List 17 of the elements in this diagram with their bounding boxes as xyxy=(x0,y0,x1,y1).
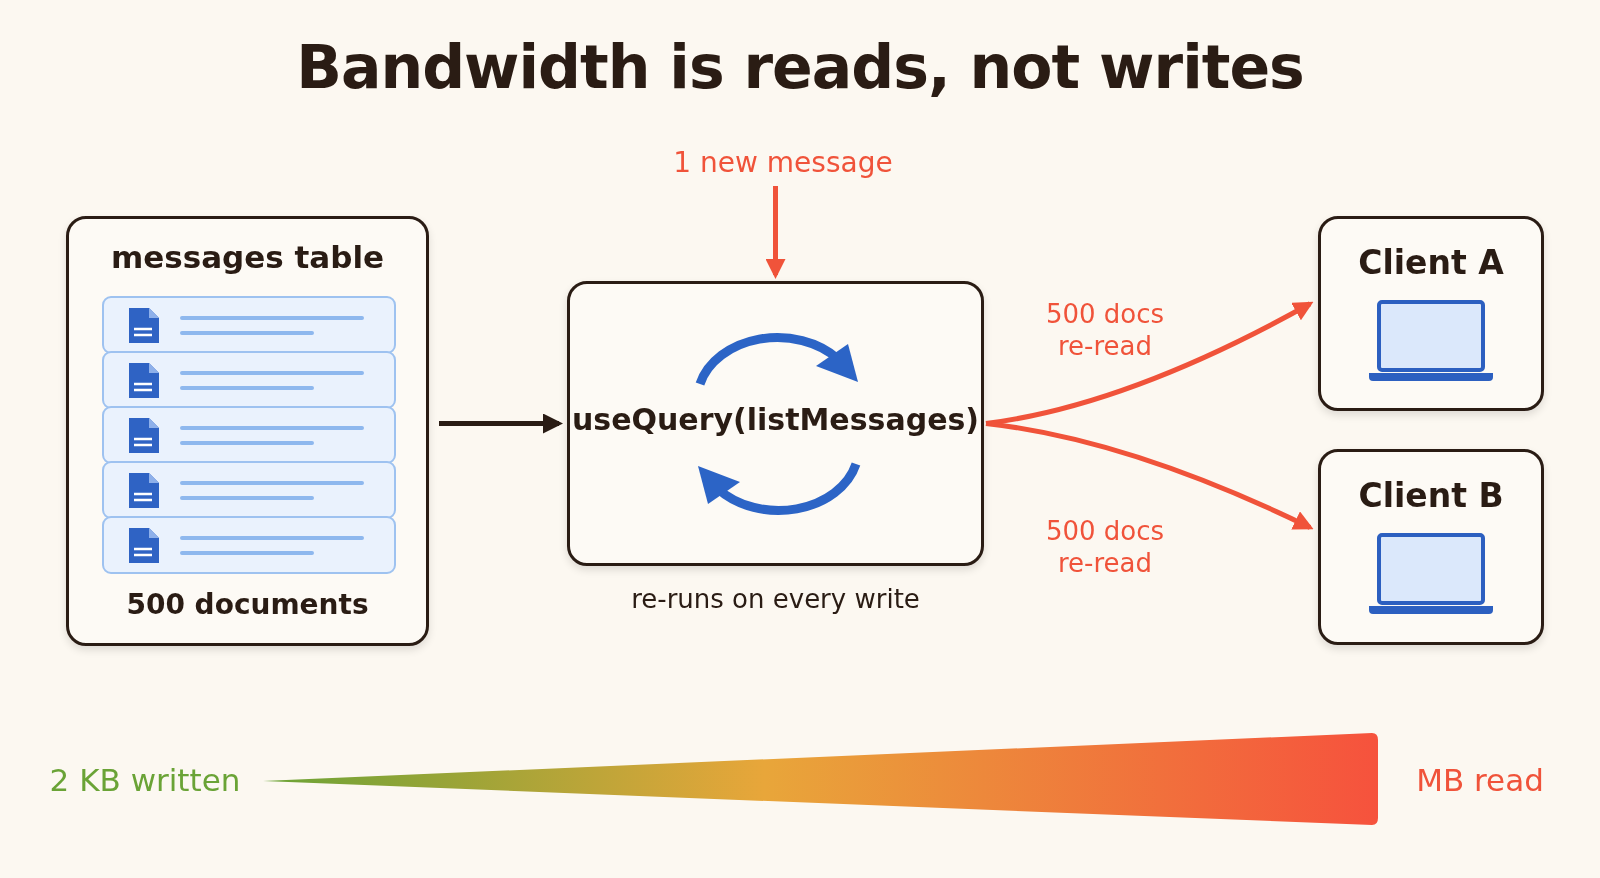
arrow xyxy=(985,421,1314,530)
arrow xyxy=(439,413,563,434)
client-name: Client A xyxy=(1357,243,1505,282)
client-box xyxy=(1318,449,1544,645)
title: Bandwidth is reads, not writes xyxy=(295,32,1305,102)
table-heading: messages table xyxy=(109,239,386,275)
client-box xyxy=(1318,216,1544,411)
client-name: Client B xyxy=(1357,476,1505,515)
node-label: re-runs on every write xyxy=(630,584,921,614)
scale-label: MB read xyxy=(1415,762,1545,798)
query-label: useQuery(listMessages) xyxy=(570,402,981,437)
process-box xyxy=(567,281,984,566)
table-caption: 500 documents xyxy=(125,588,370,621)
table-box xyxy=(66,216,429,646)
event-label: 1 new message xyxy=(650,144,916,182)
scale-label: 2 KB written xyxy=(48,762,242,798)
arrow xyxy=(765,186,786,279)
